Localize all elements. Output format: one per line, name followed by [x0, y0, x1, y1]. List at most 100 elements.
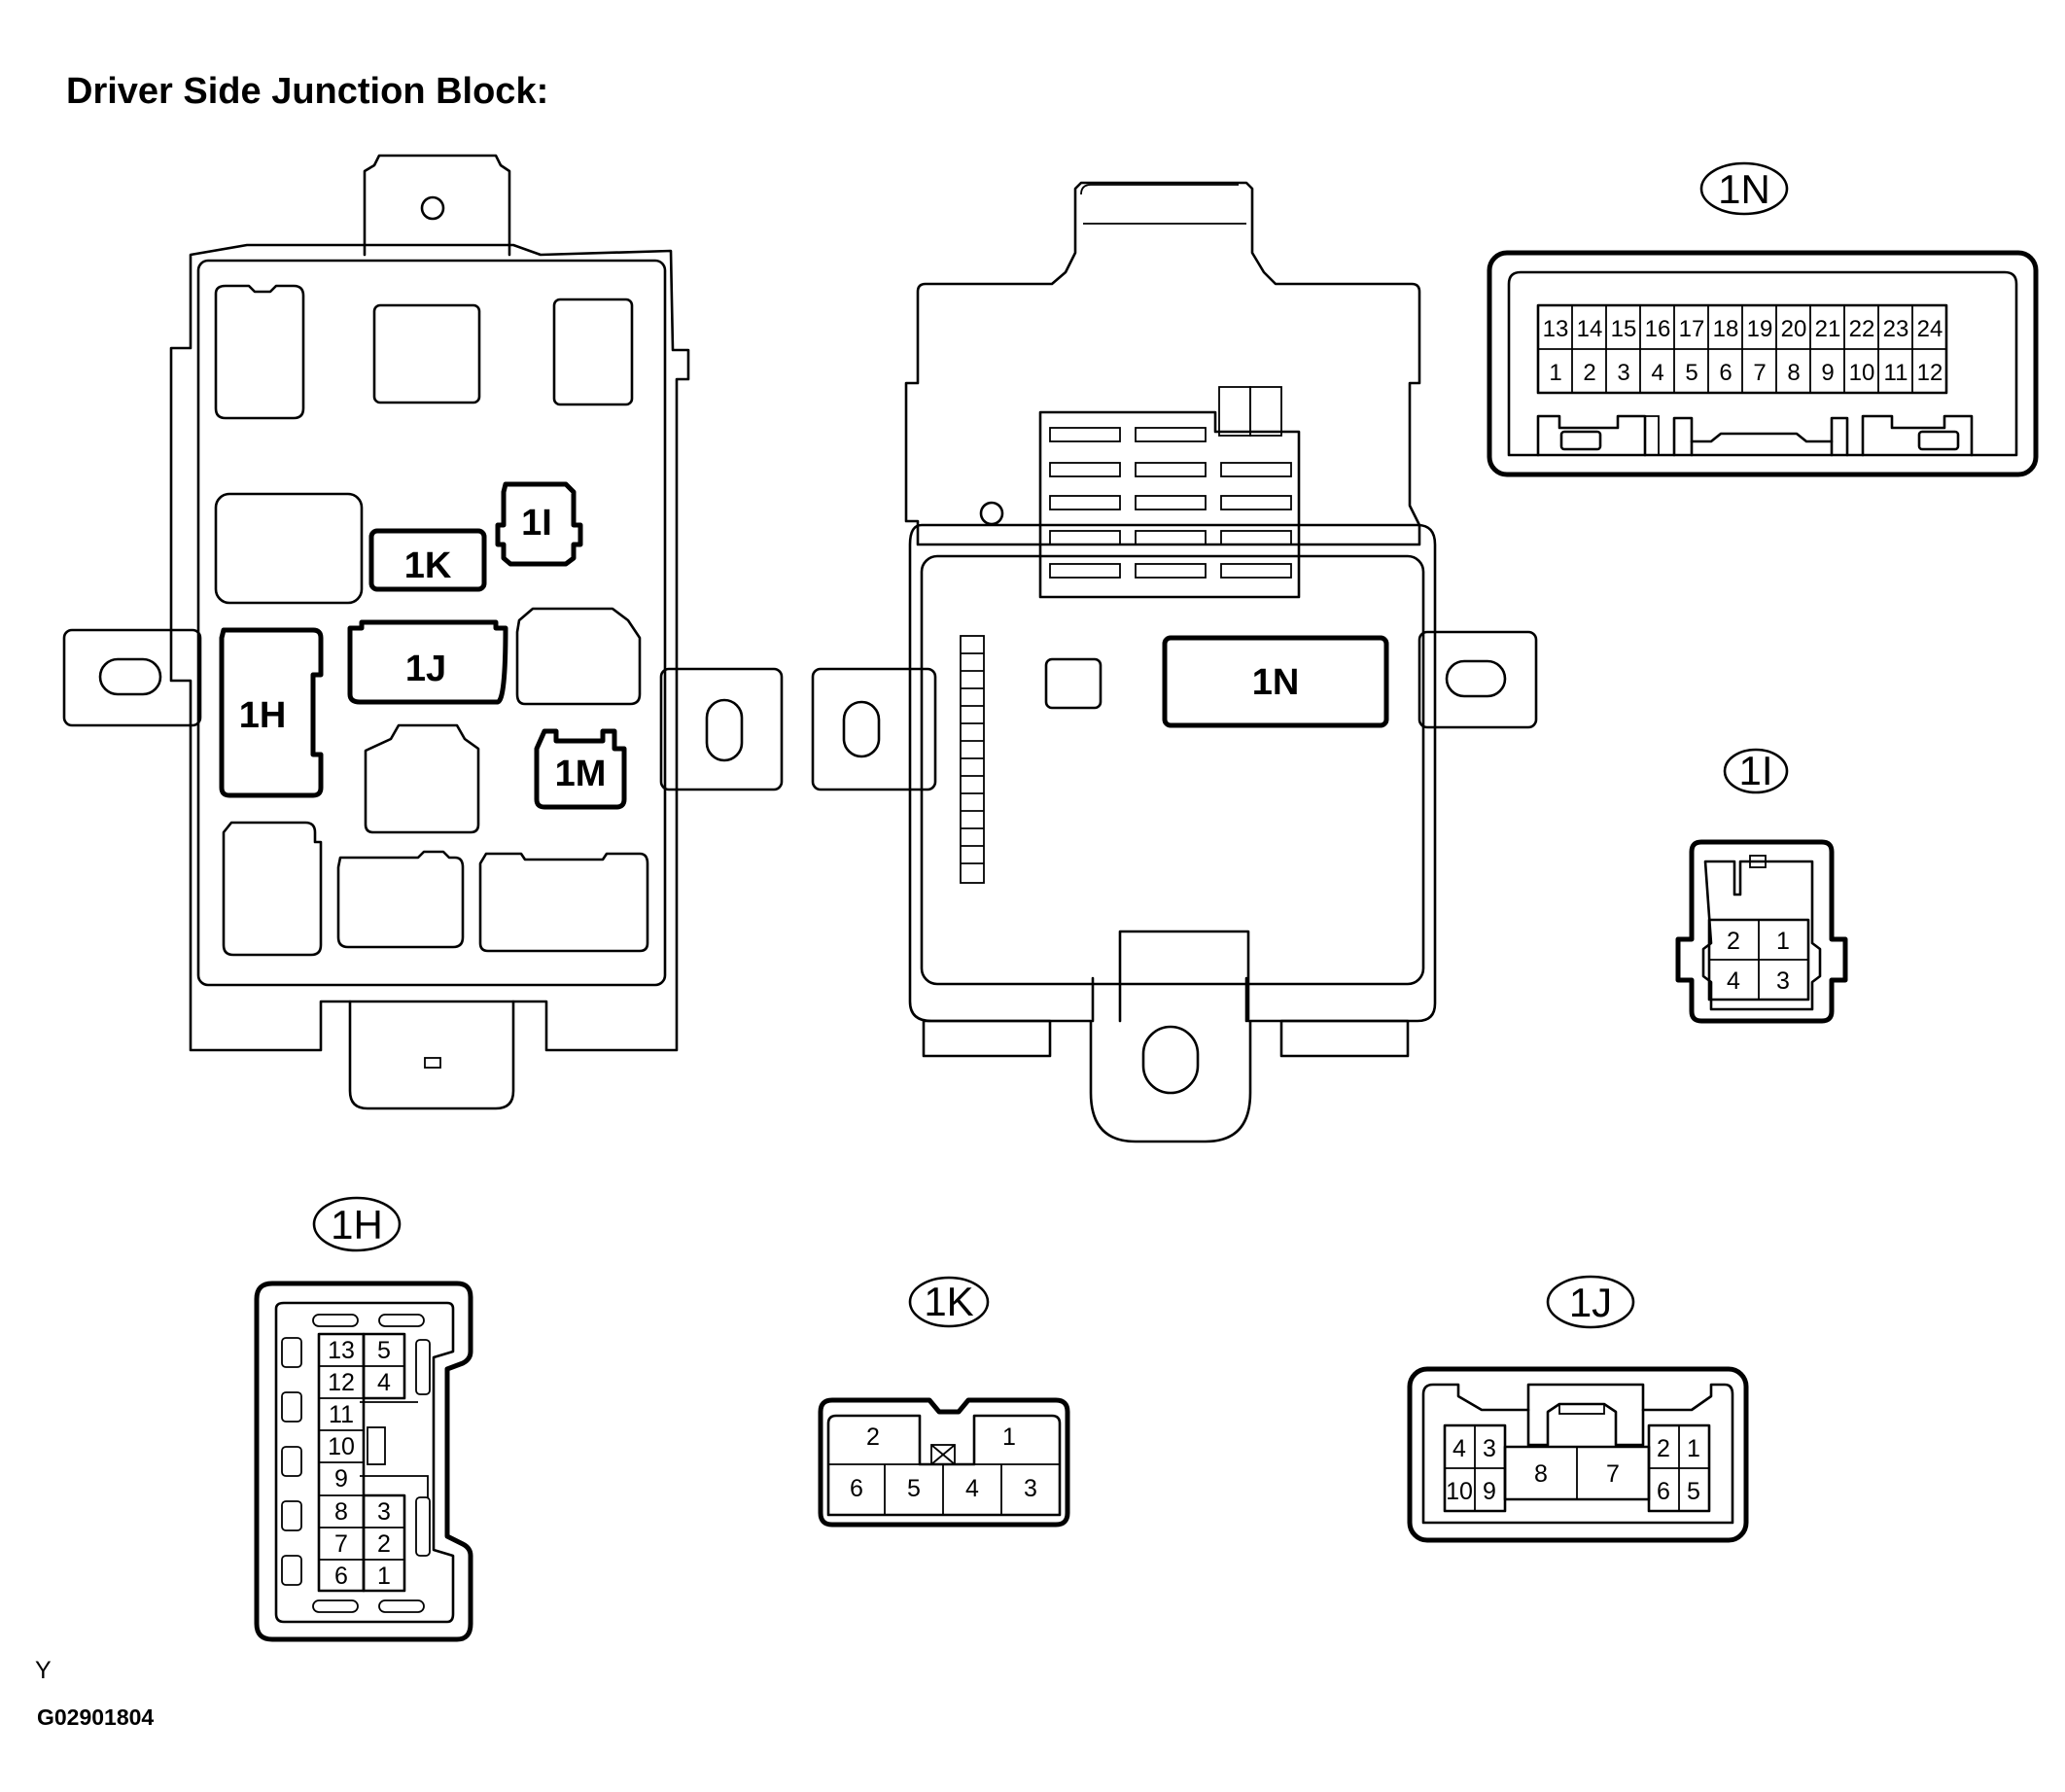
pin-1J-5: 5	[1687, 1478, 1700, 1505]
pin-1N-1: 1	[1549, 360, 1561, 386]
left-ear-slot	[98, 657, 162, 696]
fuse-slots	[1049, 427, 1292, 579]
connector-1K-label: 1K	[924, 1279, 973, 1324]
socket-top-right	[552, 298, 634, 406]
pin-1I-2: 2	[1727, 928, 1740, 955]
pin-1N-18: 18	[1713, 316, 1739, 342]
socket-top-left	[214, 284, 305, 420]
connector-1J-inner	[1421, 1383, 1734, 1525]
rear-right-ear-slot	[1445, 659, 1507, 698]
connector-1J-bubble	[1546, 1275, 1635, 1329]
socket-top-middle	[372, 303, 481, 404]
connector-1H-key	[367, 1426, 386, 1465]
figure-code: G02901804	[37, 1704, 154, 1730]
connector-1J-label: 1J	[1569, 1280, 1612, 1325]
pin-1K-2: 2	[866, 1423, 880, 1451]
connector-1H-label: 1H	[331, 1202, 383, 1247]
rear-top-cover	[904, 181, 1421, 546]
pin-1N-11: 11	[1884, 360, 1908, 386]
connector-1N-key-left	[1559, 430, 1602, 451]
rear-right-ear	[1418, 630, 1538, 729]
pin-1N-6: 6	[1719, 360, 1732, 386]
pin-1H-3: 3	[377, 1498, 391, 1526]
connector-1H-bubble	[312, 1196, 402, 1252]
socket-middle-lower	[364, 723, 480, 834]
connector-1H-outer	[254, 1281, 473, 1642]
socket-bottom-middle	[336, 850, 465, 949]
pin-1N-7: 7	[1753, 360, 1766, 386]
bottom-tab-slot	[424, 1057, 441, 1069]
pin-1N-2: 2	[1583, 360, 1595, 386]
pin-1K-6: 6	[850, 1475, 863, 1502]
pin-1N-14: 14	[1577, 316, 1603, 342]
footer-mark: Y	[35, 1657, 52, 1684]
socket-1I	[495, 481, 583, 567]
rear-small-socket	[1044, 657, 1102, 710]
pin-1H-7: 7	[334, 1530, 348, 1558]
pin-1J-1: 1	[1687, 1435, 1700, 1462]
top-tab	[363, 154, 511, 257]
pin-1J-4: 4	[1452, 1435, 1466, 1462]
connector-1I: 1I 2 1 4 3	[1675, 748, 1848, 1024]
right-mounting-ear	[659, 667, 784, 791]
junction-block-rear-view: 1N	[811, 181, 1538, 1143]
block-label-1K: 1K	[404, 545, 452, 586]
connector-1N-inner	[1507, 270, 2018, 457]
socket-relay-right	[515, 607, 642, 706]
pin-1H-6: 6	[334, 1563, 348, 1590]
pin-1N-5: 5	[1685, 360, 1698, 386]
connector-1J-outer	[1407, 1366, 1749, 1543]
right-ear-slot	[705, 698, 744, 762]
connector-1I-inner	[1701, 860, 1822, 1011]
connector-1N-latch	[1690, 432, 1834, 443]
pin-1H-8: 8	[334, 1498, 348, 1526]
connector-1H-pin-field-right-bottom	[362, 1493, 406, 1593]
connector-1I-bubble	[1723, 748, 1789, 794]
pin-1H-12: 12	[328, 1369, 355, 1396]
left-mounting-ear	[62, 628, 202, 727]
socket-bottom-right	[478, 852, 649, 953]
rear-cover-pin	[979, 501, 1004, 526]
connector-1N-bubble	[1699, 161, 1789, 216]
block-label-1M: 1M	[555, 754, 607, 794]
connector-1K: 1K 2 1 6 5 4 3	[818, 1276, 1070, 1528]
fuse-grid-frame	[1038, 410, 1301, 599]
connector-1H-latch-top-right	[378, 1314, 425, 1327]
connector-1I-label: 1I	[1738, 748, 1772, 793]
connector-1H: 1H 13 5 12 4 11 10 9 8 3 7	[254, 1196, 473, 1642]
top-tab-hole	[420, 195, 445, 221]
block-label-1N: 1N	[1252, 662, 1300, 703]
rear-tab-hole	[1141, 1025, 1200, 1095]
socket-1M	[534, 728, 627, 810]
rear-foot-right	[1279, 1019, 1410, 1058]
connector-1K-bubble	[908, 1276, 990, 1328]
pin-1J-10: 10	[1446, 1478, 1473, 1505]
pin-1H-2: 2	[377, 1530, 391, 1558]
pin-1J-9: 9	[1483, 1478, 1496, 1505]
pin-1N-21: 21	[1815, 316, 1841, 342]
rear-left-ear	[811, 667, 937, 791]
connector-1H-latch-bottom-left	[312, 1599, 359, 1613]
block-label-1I: 1I	[521, 503, 552, 544]
rear-inner-panel	[920, 554, 1425, 986]
connector-1H-inner	[274, 1301, 455, 1624]
connector-1N-rib-right	[1830, 416, 1849, 457]
pin-1K-1: 1	[1002, 1423, 1016, 1451]
pin-1N-17: 17	[1679, 316, 1705, 342]
connector-1N: 1N 13 14 15 16 17 18 19 20 21 22 23 24 1…	[1487, 161, 2039, 477]
rear-left-ear-slot	[842, 700, 881, 758]
connector-1H-latch-top-left	[312, 1314, 359, 1327]
connector-1I-key	[1749, 855, 1767, 868]
pin-1N-20: 20	[1781, 316, 1807, 342]
pin-1J-8: 8	[1534, 1460, 1548, 1488]
connector-1I-outer	[1675, 839, 1848, 1024]
pin-1N-12: 12	[1917, 360, 1943, 386]
pin-1H-5: 5	[377, 1337, 391, 1364]
block-label-1J: 1J	[405, 649, 446, 689]
rear-top-cover-ridge	[1080, 184, 1239, 195]
pin-1N-13: 13	[1543, 316, 1569, 342]
terminal-strip	[960, 635, 985, 884]
socket-relay-left	[214, 492, 364, 605]
block-outer-body	[169, 243, 690, 1052]
